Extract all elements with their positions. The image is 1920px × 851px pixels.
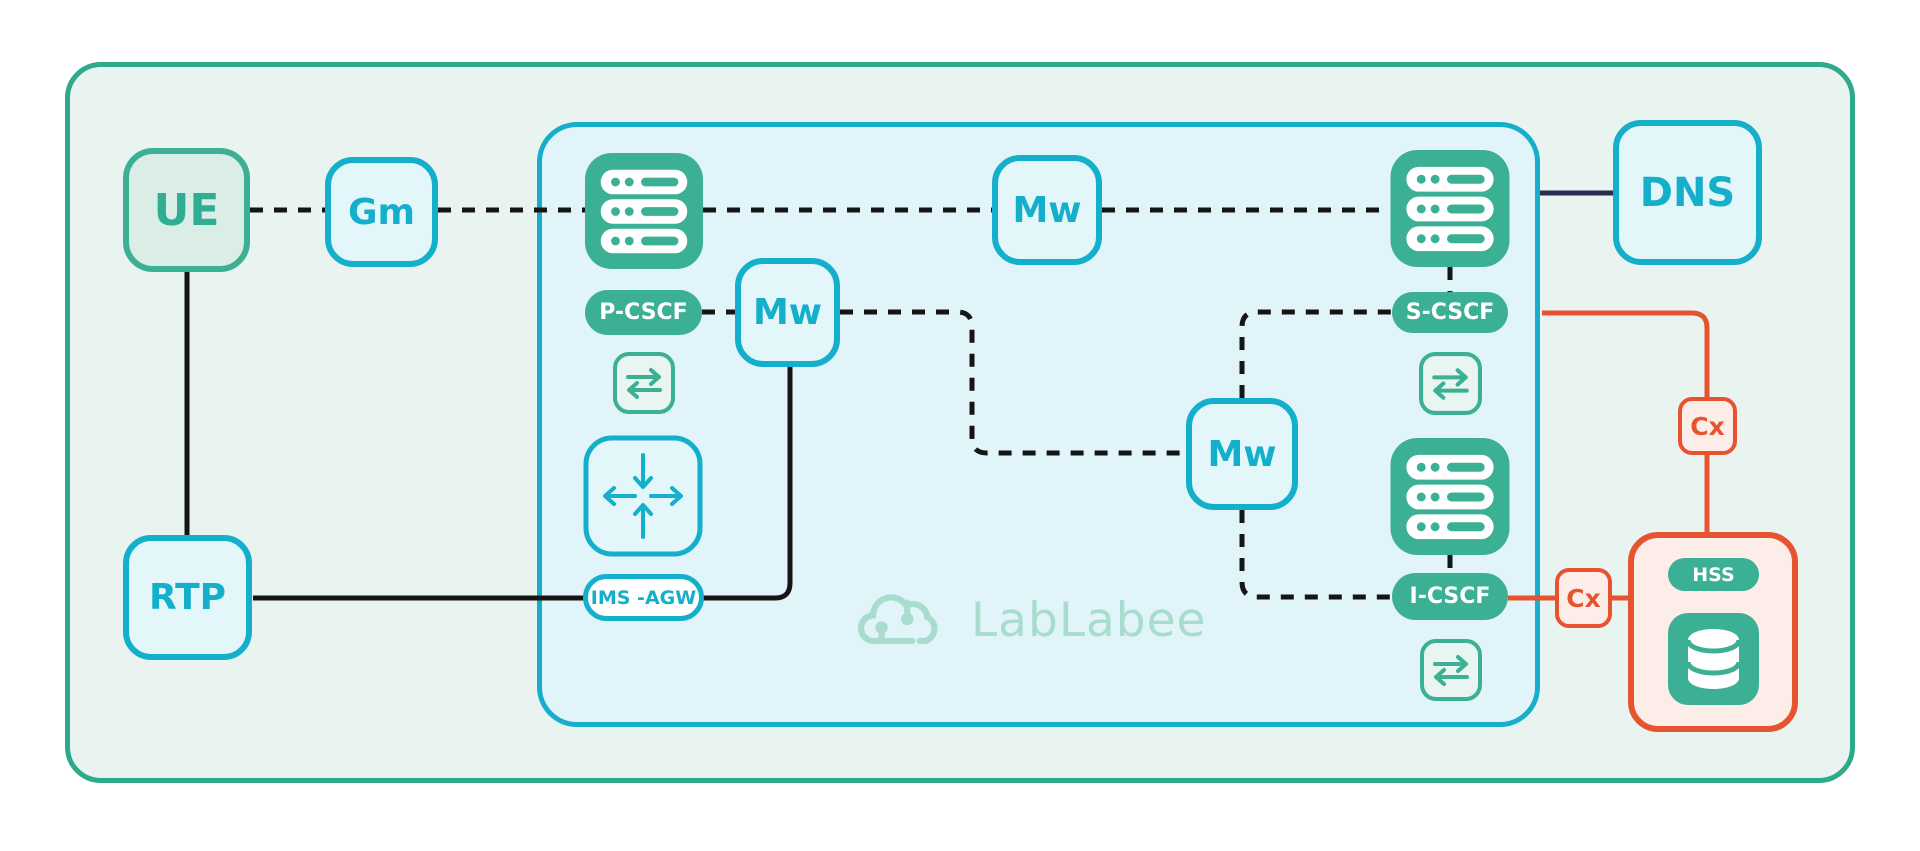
database-icon — [1668, 613, 1759, 705]
node-cx-icscf-label: Cx — [1566, 583, 1601, 613]
node-mw-top-label: Mw — [1012, 189, 1082, 231]
node-dns: DNS — [1613, 120, 1762, 265]
node-mw-mid: Mw — [1186, 398, 1298, 510]
link-mwmid-icscfpill — [1239, 510, 1392, 600]
label-icscf-text: I-CSCF — [1409, 584, 1491, 609]
node-dns-label: DNS — [1639, 169, 1736, 216]
label-hss: HSS — [1668, 558, 1759, 591]
brand-name: LabLabee — [971, 592, 1207, 648]
server-stack-icon — [1390, 438, 1510, 555]
node-cx-scscf: Cx — [1678, 397, 1737, 455]
label-ims-agw: IMS -AGW — [583, 574, 704, 621]
node-rtp-label: RTP — [148, 577, 227, 618]
label-icscf: I-CSCF — [1392, 573, 1508, 620]
server-stack-icon — [1390, 150, 1510, 267]
label-scscf-text: S-CSCF — [1405, 300, 1495, 325]
node-cx-scscf-label: Cx — [1690, 411, 1725, 441]
node-mw-top: Mw — [992, 155, 1102, 265]
link-rtp-imsagw-mw — [253, 367, 793, 601]
node-ue: UE — [123, 148, 250, 272]
transfer-arrows-icon — [1420, 638, 1482, 702]
link-scscf-cx — [1542, 310, 1710, 397]
node-gm: Gm — [325, 157, 438, 267]
transfer-arrows-icon — [1418, 352, 1483, 415]
four-way-arrows-icon — [583, 435, 703, 557]
cloud-circuit-icon — [853, 585, 953, 655]
label-ims-agw-text: IMS -AGW — [590, 586, 697, 609]
label-scscf: S-CSCF — [1392, 292, 1508, 333]
link-mwpcscf-mwmid — [840, 309, 1186, 456]
brand-watermark: LabLabee — [853, 585, 1206, 655]
node-gm-label: Gm — [347, 191, 416, 233]
server-stack-icon — [585, 152, 703, 270]
label-pcscf: P-CSCF — [585, 290, 702, 335]
node-mw-pcscf-label: Mw — [752, 292, 823, 333]
label-pcscf-text: P-CSCF — [599, 300, 688, 325]
label-hss-text: HSS — [1692, 563, 1735, 586]
node-mw-pcscf: Mw — [735, 258, 840, 367]
node-cx-icscf: Cx — [1555, 568, 1612, 628]
node-mw-mid-label: Mw — [1207, 433, 1277, 475]
transfer-arrows-icon — [613, 352, 675, 414]
link-mwmid-scscfpill — [1239, 309, 1392, 398]
node-ue-label: UE — [153, 184, 220, 236]
node-hss: HSS — [1628, 532, 1798, 732]
node-rtp: RTP — [123, 535, 252, 660]
